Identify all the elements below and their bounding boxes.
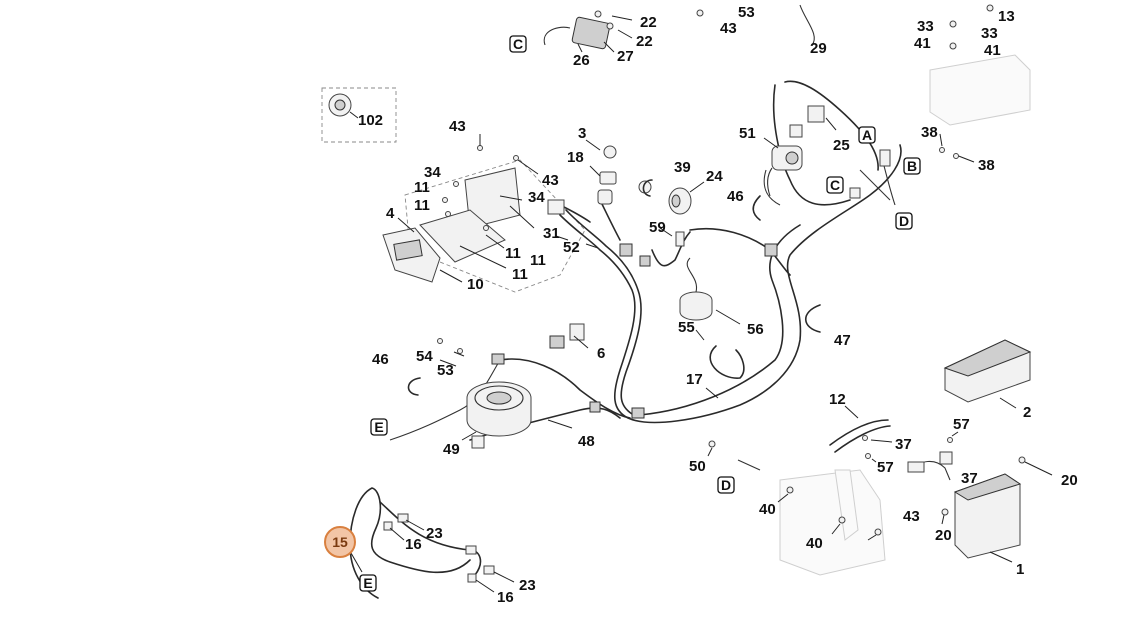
callout-1: 1 [1016,561,1024,578]
connector-label-c-top: C [509,35,527,53]
callout-43: 43 [720,20,737,37]
callout-37: 37 [895,436,912,453]
top-edge-parts [543,4,994,53]
callout-11: 11 [414,197,430,214]
svg-text:D: D [721,477,731,493]
callout-17: 17 [686,371,703,388]
connector-label-d-bottom: D [717,476,735,494]
callout-20: 20 [1061,472,1078,489]
main-wiring-harness [389,80,918,441]
callout-15: 15 [332,534,348,550]
connector-label-e-left: E [370,418,388,436]
clips-and-rings [407,179,821,396]
callout-16: 16 [497,589,514,606]
callout-37: 37 [961,470,978,487]
callout-24: 24 [706,168,723,185]
connector-label-d-right: D [895,212,913,230]
svg-text:A: A [862,127,872,143]
part-1-battery [941,456,1053,563]
callout-29: 29 [810,40,827,57]
callout-46: 46 [727,188,744,205]
small-fasteners-bottom [707,440,882,541]
callout-34: 34 [424,164,441,181]
callout-55: 55 [678,319,695,336]
svg-text:C: C [830,177,840,193]
callout-49: 49 [443,441,460,458]
connector-label-e-bottom: E [359,574,377,592]
callout-41: 41 [984,42,1001,59]
controller-module-assembly [382,134,586,293]
connector-label-boxes: C A B C D E D E [359,35,921,592]
callout-6: 6 [597,345,605,362]
part-56-coil [679,257,741,341]
callout-13: 13 [998,8,1015,25]
callout-46: 46 [372,351,389,368]
part-102-assembly [321,87,397,143]
part-51-sensor [763,137,803,197]
connector-label-b: B [903,157,921,175]
callout-102: 102 [358,112,383,129]
callout-10: 10 [467,276,484,293]
callout-41: 41 [914,35,931,52]
part-24-lamp [668,181,705,215]
callout-33: 33 [981,25,998,42]
callout-23: 23 [519,577,536,594]
battery-cable-assembly [829,405,959,481]
callout-2: 2 [1023,404,1031,421]
callout-33: 33 [917,18,934,35]
callout-11: 11 [505,245,521,262]
callout-43: 43 [903,508,920,525]
part-2-cover [943,339,1032,409]
svg-text:E: E [374,419,383,435]
callout-16: 16 [405,536,422,553]
callout-18: 18 [567,149,584,166]
callout-4: 4 [386,205,395,222]
callout-3: 3 [578,125,586,142]
part-49-clutch [466,381,532,449]
callout-40: 40 [806,535,823,552]
callout-22: 22 [640,14,657,31]
callout-27: 27 [617,48,634,65]
callout-11: 11 [414,179,430,196]
highlighted-callout-15[interactable]: 15 [324,526,356,558]
callout-59: 59 [649,219,666,236]
callout-38: 38 [978,157,995,174]
callout-38: 38 [921,124,938,141]
callout-39: 39 [674,159,691,176]
callout-11: 11 [530,252,546,269]
callout-54: 54 [416,348,433,365]
callout-22: 22 [636,33,653,50]
background-ghost-parts [779,54,1031,576]
callout-53: 53 [738,4,755,21]
callout-43: 43 [542,172,559,189]
callout-50: 50 [689,458,706,475]
callout-12: 12 [829,391,846,408]
callout-20: 20 [935,527,952,544]
connector-label-a: A [858,126,876,144]
callout-11: 11 [512,266,528,283]
callout-56: 56 [747,321,764,338]
misc-leaders [437,117,975,441]
connector-label-c-right: C [826,176,844,194]
callout-57: 57 [953,416,970,433]
callout-47: 47 [834,332,851,349]
callout-25: 25 [833,137,850,154]
svg-text:E: E [363,575,372,591]
callout-26: 26 [573,52,590,69]
callout-31: 31 [543,225,560,242]
callout-57: 57 [877,459,894,476]
callout-40: 40 [759,501,776,518]
callout-43: 43 [449,118,466,135]
callout-52: 52 [563,239,580,256]
callout-labels: 22 22 26 27 53 43 29 33 33 41 41 13 102 … [358,4,1078,606]
svg-text:C: C [513,36,523,52]
callout-53: 53 [437,362,454,379]
callout-48: 48 [578,433,595,450]
svg-text:B: B [907,158,917,174]
callout-51: 51 [739,125,756,142]
svg-text:D: D [899,213,909,229]
callout-23: 23 [426,525,443,542]
callout-34: 34 [528,189,545,206]
